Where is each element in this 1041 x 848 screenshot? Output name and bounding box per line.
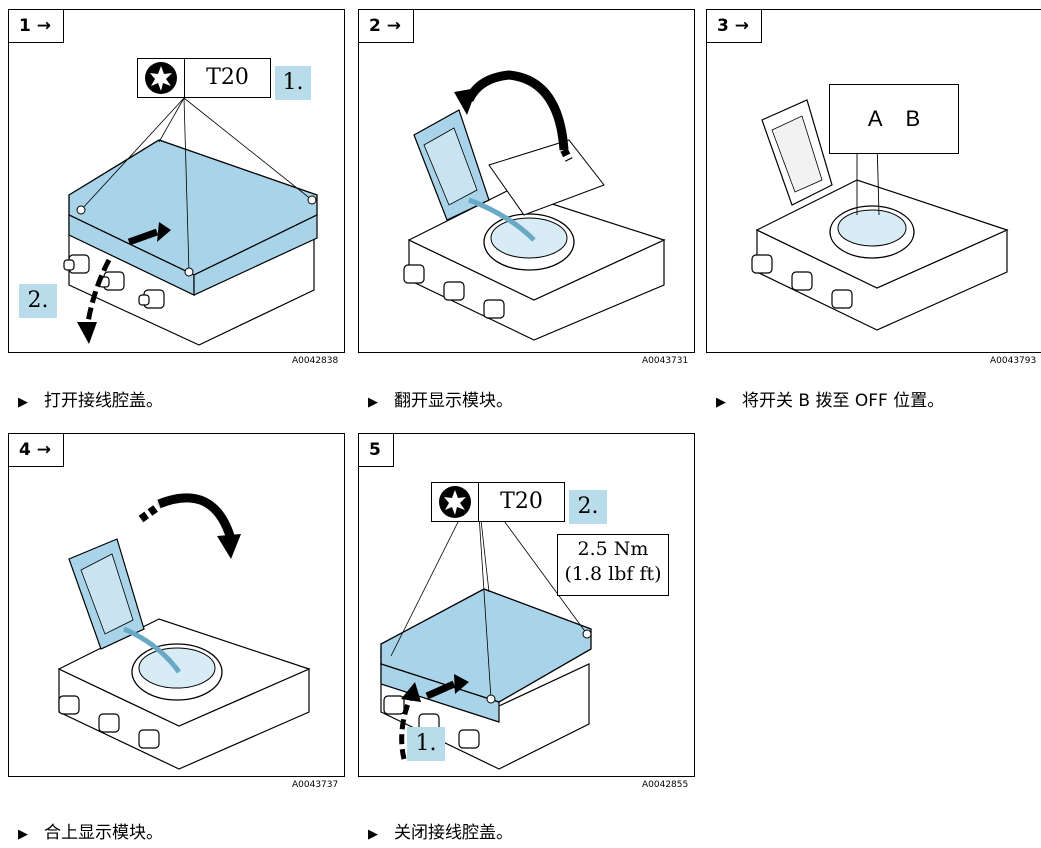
step-4-panel: 4 → <box>8 433 345 777</box>
torx-bit-icon <box>432 483 479 521</box>
step-2-panel: 2 → <box>358 9 695 353</box>
step-3-panel: 3 → A B <box>706 9 1041 353</box>
figure-code: A0043731 <box>642 356 689 366</box>
torque-spec: 2.5 Nm (1.8 lbf ft) <box>557 534 669 596</box>
bullet-icon: ▶ <box>716 395 726 410</box>
step-3-illustration <box>751 99 1009 331</box>
caption-text: 打开接线腔盖。 <box>44 391 163 411</box>
step-tag-first: 1. <box>275 66 311 100</box>
step-1-caption: ▶ 打开接线腔盖。 <box>18 390 163 414</box>
torque-metric: 2.5 Nm <box>577 538 649 560</box>
step-4-label: 4 → <box>8 433 64 467</box>
bullet-icon: ▶ <box>18 395 28 410</box>
step-tag-second: 2. <box>19 284 57 318</box>
figure-code: A0042855 <box>642 780 689 790</box>
step-3-caption: ▶ 将开关 B 拨至 OFF 位置。 <box>716 390 944 414</box>
figure-code: A0042838 <box>292 356 339 366</box>
tool-size: T20 <box>206 65 249 90</box>
step-5-label: 5 <box>358 433 394 467</box>
torx-bit-icon <box>138 59 185 97</box>
step-2-label: 2 → <box>358 9 414 43</box>
step-1-panel: 1 → T20 1. 2. <box>8 9 345 353</box>
step-4-illustration <box>57 493 311 770</box>
step-tag-second: 2. <box>569 490 607 524</box>
step-2-illustration <box>403 70 666 341</box>
bullet-icon: ▶ <box>368 395 378 410</box>
caption-text: 将开关 B 拨至 OFF 位置。 <box>742 391 945 411</box>
step-5-panel: 5 T20 2. 2.5 Nm (1.8 lbf ft) 1. <box>358 433 695 777</box>
step-tag-first: 1. <box>407 727 445 761</box>
tool-size: T20 <box>500 489 543 514</box>
step-5-caption: ▶ 关闭接线腔盖。 <box>368 822 513 846</box>
torx-tool-indicator: T20 <box>431 482 565 522</box>
step-1-illustration <box>63 97 318 346</box>
caption-text: 翻开显示模块。 <box>394 391 513 411</box>
caption-text: 合上显示模块。 <box>44 823 163 843</box>
torx-tool-indicator: T20 <box>137 58 271 98</box>
figure-code: A0043793 <box>990 356 1037 366</box>
bullet-icon: ▶ <box>368 827 378 842</box>
step-5-illustration <box>380 483 592 770</box>
figure-code: A0043737 <box>292 780 339 790</box>
step-4-caption: ▶ 合上显示模块。 <box>18 822 163 846</box>
step-3-label: 3 → <box>706 9 762 43</box>
step-2-caption: ▶ 翻开显示模块。 <box>368 390 513 414</box>
torque-imperial: (1.8 lbf ft) <box>564 563 662 585</box>
bullet-icon: ▶ <box>18 827 28 842</box>
step-1-label: 1 → <box>8 9 64 43</box>
caption-text: 关闭接线腔盖。 <box>394 823 513 843</box>
switch-callout: A B <box>829 84 959 154</box>
